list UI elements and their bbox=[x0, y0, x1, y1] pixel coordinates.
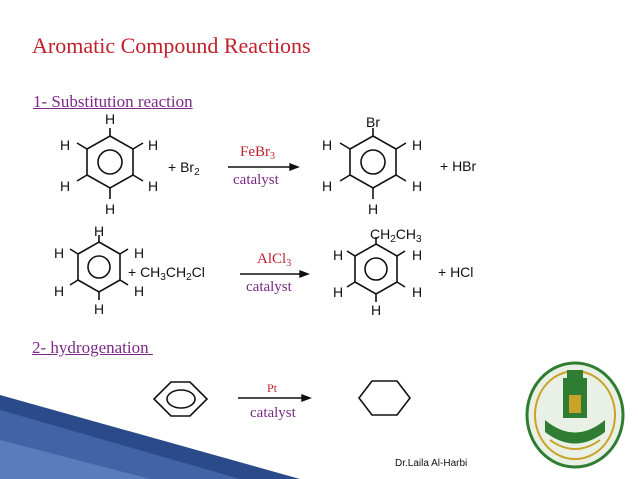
reagent-ethyl-chloride: + CH3CH2Cl bbox=[128, 264, 205, 283]
benzene-ring-reactant-1 bbox=[76, 128, 144, 199]
h-atom: H bbox=[134, 245, 145, 261]
catalyst-pt: Pt bbox=[267, 381, 278, 395]
h-atom: H bbox=[148, 178, 159, 194]
h-atom: H bbox=[322, 178, 333, 194]
h-atom: H bbox=[60, 137, 71, 153]
h-atom: H bbox=[105, 111, 116, 127]
product-substituent-ethyl: CH2CH3 bbox=[370, 226, 422, 245]
h-atom: H bbox=[54, 245, 65, 261]
catalyst-label: catalyst bbox=[233, 172, 279, 188]
catalyst-label: catalyst bbox=[246, 279, 292, 295]
h-atom: H bbox=[54, 283, 65, 299]
h-atom: H bbox=[94, 301, 105, 317]
byproduct-hbr: + HBr bbox=[440, 158, 477, 174]
h-atom: H bbox=[333, 284, 344, 300]
section-heading-substitution: 1- Substitution reaction bbox=[33, 92, 193, 111]
author-credit: Dr.Laila Al-Harbi bbox=[395, 458, 468, 469]
h-atom: H bbox=[371, 302, 382, 318]
h-atom: H bbox=[412, 284, 423, 300]
catalyst-febr3: FeBr3 bbox=[240, 144, 275, 162]
h-atom: H bbox=[148, 137, 159, 153]
h-atom: H bbox=[105, 201, 116, 217]
h-atom: H bbox=[333, 247, 344, 263]
h-atom: H bbox=[134, 283, 145, 299]
reaction-arrow-1 bbox=[228, 162, 300, 172]
benzene-ring-product-2 bbox=[346, 237, 406, 302]
reagent-bromine: + Br2 bbox=[168, 159, 200, 178]
catalyst-alcl3: AlCl3 bbox=[257, 251, 292, 269]
h-atom: H bbox=[412, 247, 423, 263]
h-atom: H bbox=[94, 223, 105, 239]
h-atom: H bbox=[412, 137, 423, 153]
slide-title: Aromatic Compound Reactions bbox=[32, 33, 311, 58]
byproduct-hcl: + HCl bbox=[438, 264, 474, 280]
h-atom: H bbox=[60, 178, 71, 194]
benzene-ring-reactant-2 bbox=[69, 235, 129, 300]
section-heading-hydrogenation: 2- hydrogenation bbox=[32, 338, 153, 357]
benzene-ring-reactant-3 bbox=[152, 381, 209, 417]
catalyst-label: catalyst bbox=[250, 405, 296, 421]
university-logo-icon bbox=[525, 361, 625, 469]
h-atom: H bbox=[368, 201, 379, 217]
reaction-arrow-2 bbox=[240, 269, 310, 279]
product-substituent-br: Br bbox=[366, 114, 380, 130]
h-atom: H bbox=[322, 137, 333, 153]
cyclohexane-ring-product bbox=[357, 380, 412, 416]
benzene-ring-product-1 bbox=[339, 128, 407, 199]
h-atom: H bbox=[412, 178, 423, 194]
